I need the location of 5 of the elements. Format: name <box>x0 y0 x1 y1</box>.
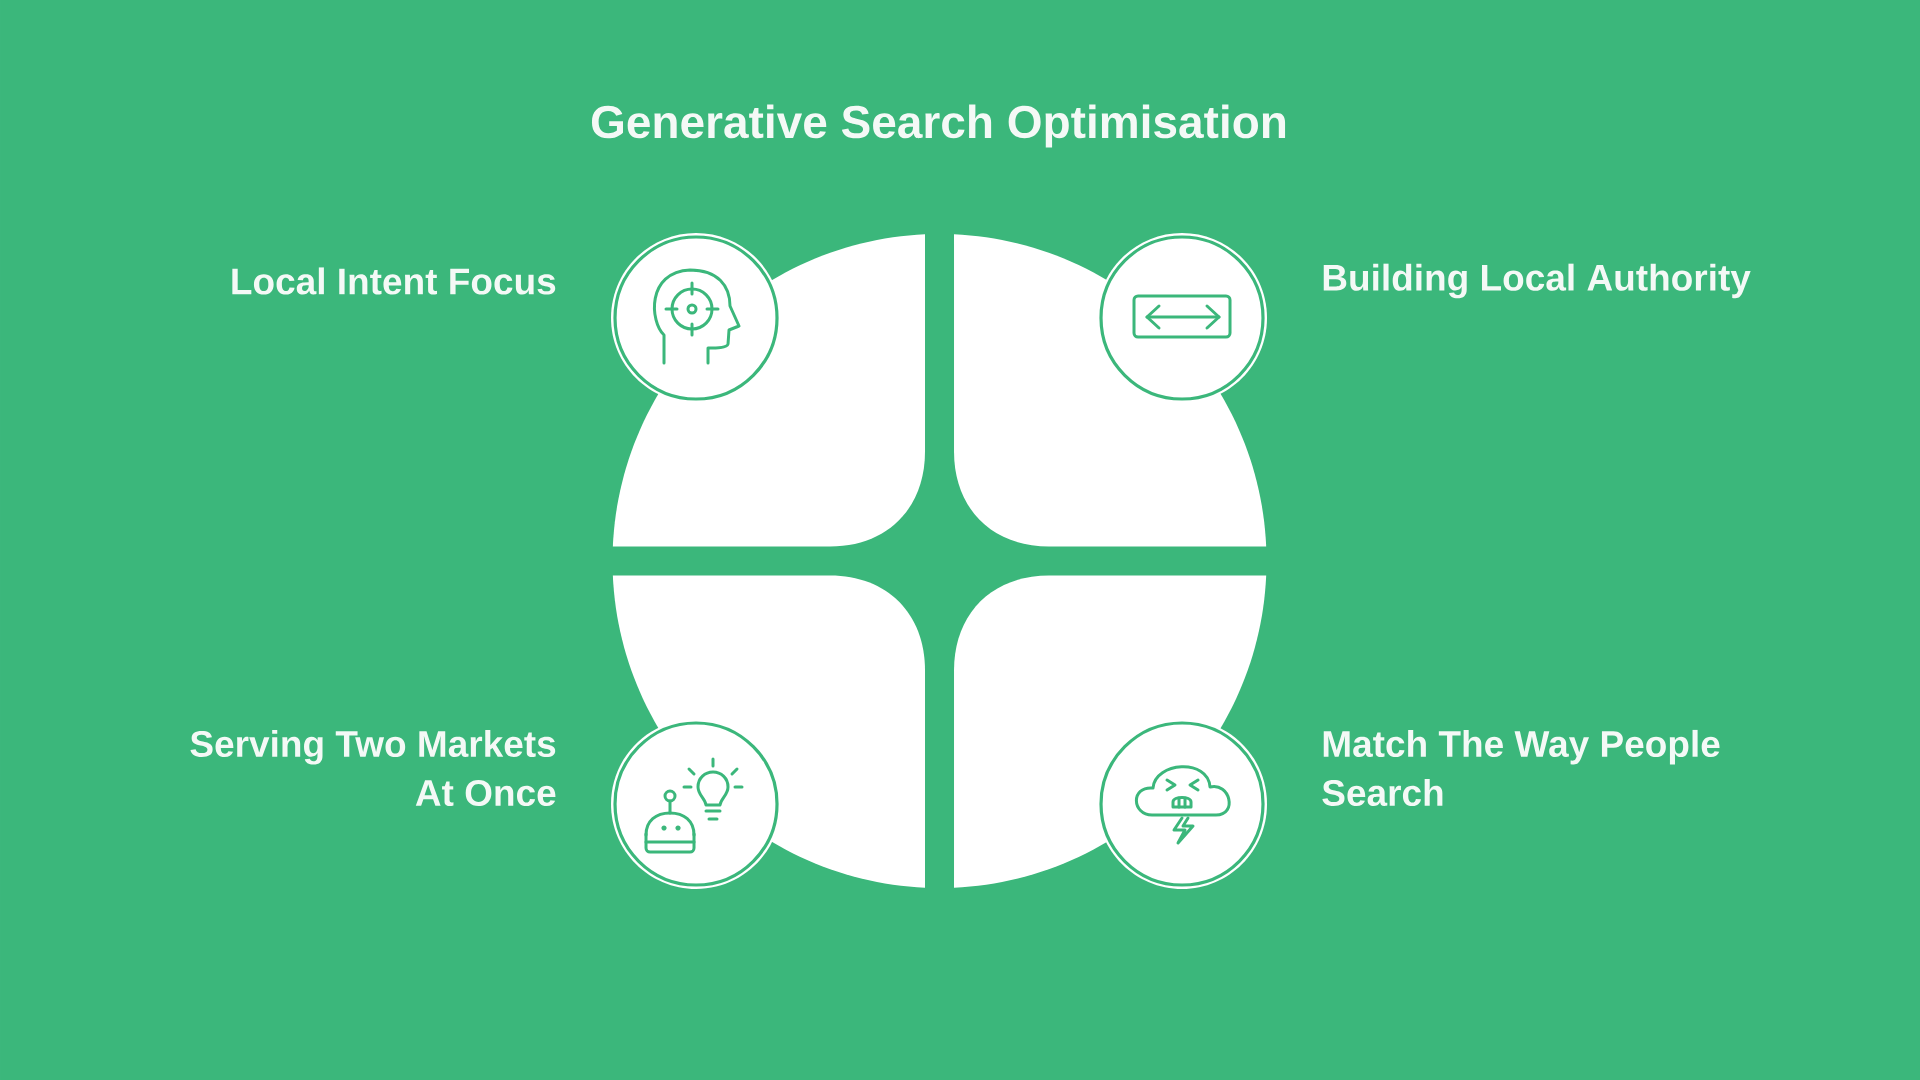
section-heading: Building Local Authority <box>1323 263 1751 299</box>
section-heading: Local Intent Focus <box>232 267 556 295</box>
section-heading: Serving Two Markets At Once <box>190 729 556 807</box>
title: Generative Search Optimisation <box>591 104 1286 148</box>
section-heading: Match The Way People Search <box>1322 729 1720 807</box>
